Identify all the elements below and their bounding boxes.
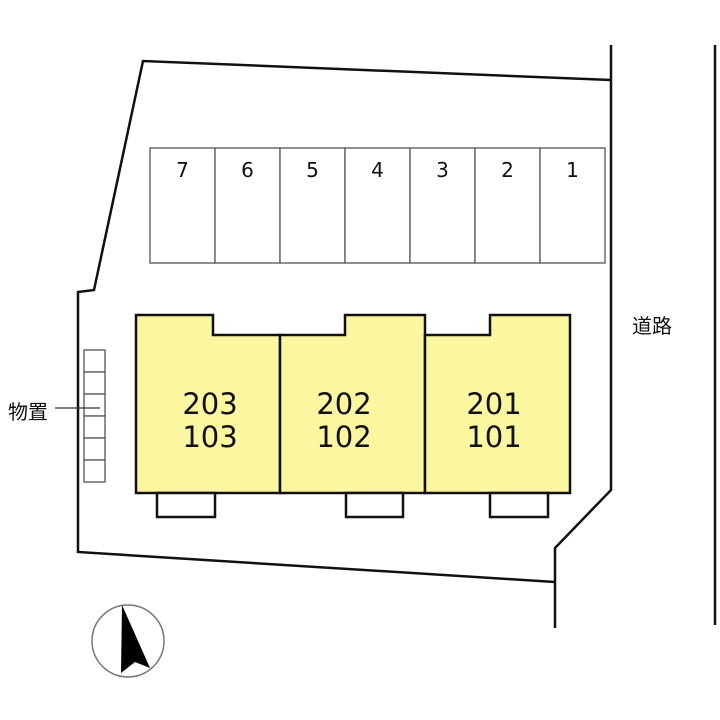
parking-slot-number: 5 [306,158,319,182]
storage-label: 物置 [8,400,48,424]
unit-label-upper: 202 [316,387,372,421]
north-arrow-icon [91,604,165,678]
balcony [155,491,217,519]
building-202-102 [278,313,427,495]
storage-cell [83,371,106,395]
unit-label-lower: 101 [466,420,522,454]
unit-label-upper: 201 [466,387,522,421]
building-201-101 [423,313,572,495]
parking-slot [409,147,476,264]
storage-cell [83,393,106,417]
unit-label-lower: 103 [182,420,238,454]
storage-shed [83,349,106,483]
unit-label-upper: 203 [182,387,238,421]
parking-slot [344,147,411,264]
parking-slot [539,147,606,264]
parking-slot-number: 6 [241,158,254,182]
parking-slot-number: 3 [436,158,449,182]
parking-slot-number: 2 [501,158,514,182]
balcony [488,491,550,519]
storage-cell [83,437,106,461]
lot-boundary-right [553,45,613,628]
storage-cell [83,415,106,439]
storage-cell [83,459,106,483]
parking-slot [149,147,216,264]
parking-slot [279,147,346,264]
parking-slot-number: 4 [371,158,384,182]
parking-slot-number: 7 [176,158,189,182]
unit-label-lower: 102 [316,420,372,454]
balcony [344,491,405,519]
road-label: 道路 [632,314,672,338]
parking-slot [214,147,281,264]
lot-boundary [76,59,612,584]
parking-slot-number: 1 [566,158,579,182]
storage-cell [83,349,106,373]
parking-slot [474,147,541,264]
